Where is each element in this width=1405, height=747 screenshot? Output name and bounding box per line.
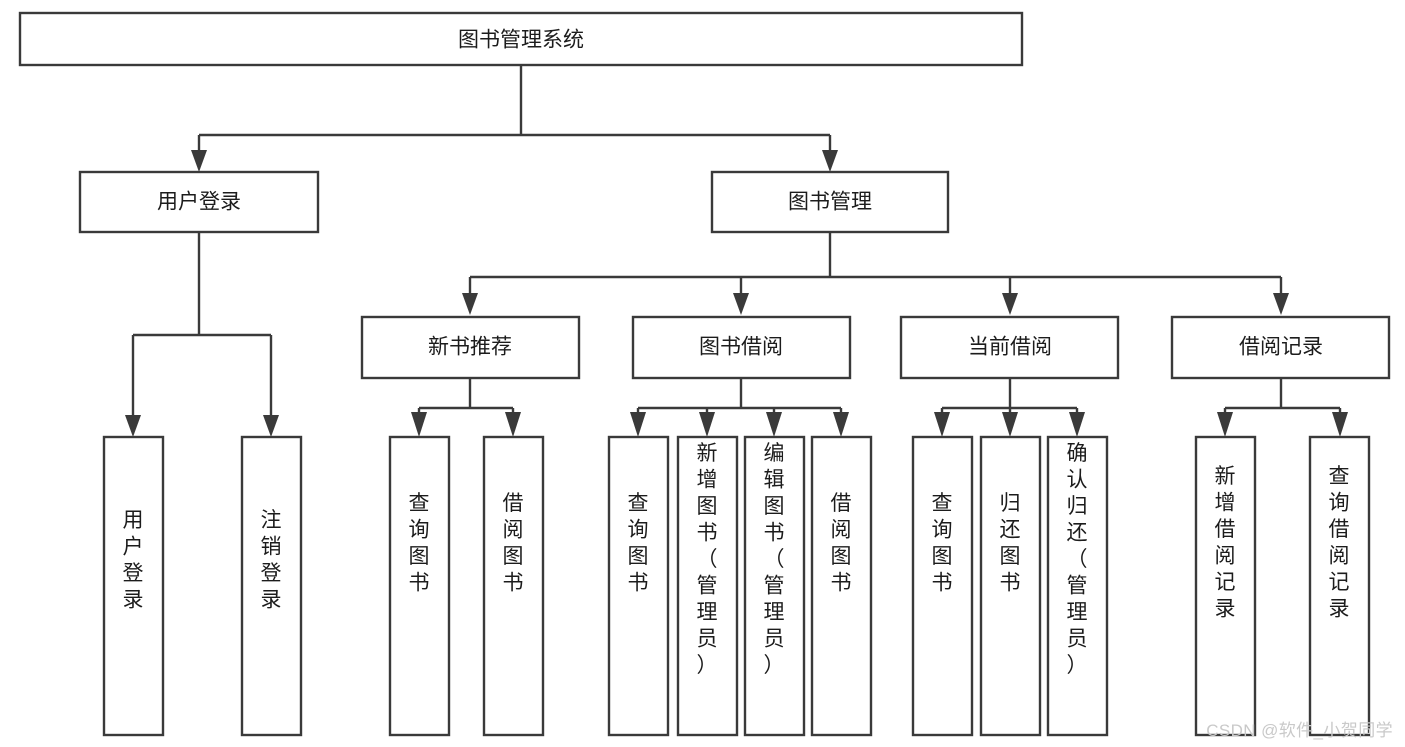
node-user-login[interactable]: 用户登录 — [78, 170, 320, 234]
leaf-bb-add-label: 新增图书（管理员） — [697, 442, 718, 677]
arrow-head-user-login — [191, 150, 207, 172]
leaf-bb-borrow-label: 借阅图书 — [831, 492, 852, 595]
node-current-borrow-box[interactable] — [899, 315, 1120, 380]
node-new-book-recommend-label: 新书推荐 — [428, 336, 512, 359]
arrow-head-current-borrow — [1002, 293, 1018, 315]
leaf-user-login-box[interactable] — [102, 435, 165, 737]
leaf-logout-label: 注销登录 — [261, 509, 282, 612]
leaf-bb-edit-box[interactable] — [743, 435, 806, 737]
leaf-br-query-box[interactable] — [1308, 435, 1371, 737]
leaf-node[interactable]: 编辑图书（管理员） — [743, 435, 806, 737]
leaf-br-query-label: 查询借阅记录 — [1329, 465, 1350, 621]
arrow-head-book-borrow — [733, 293, 749, 315]
node-root[interactable]: 图书管理系统 — [18, 11, 1024, 67]
node-borrow-record[interactable]: 借阅记录 — [1170, 315, 1391, 380]
arrow-head-bb-leaf4 — [833, 412, 849, 437]
node-book-borrow[interactable]: 图书借阅 — [631, 315, 852, 380]
arrow-head-bb-leaf3 — [766, 412, 782, 437]
leaf-logout-box[interactable] — [240, 435, 303, 737]
arrow-head-book-manage — [822, 150, 838, 172]
leaf-cb-confirm-box[interactable] — [1046, 435, 1109, 737]
node-book-manage-box[interactable] — [710, 170, 950, 234]
leaf-node[interactable]: 借阅图书 — [482, 435, 545, 737]
arrow-head-bb-leaf1 — [630, 412, 646, 437]
leaf-node[interactable]: 查询图书 — [607, 435, 670, 737]
arrow-head-bb-leaf2 — [699, 412, 715, 437]
csdn-watermark: CSDN @软件_小贺同学 — [1206, 721, 1393, 740]
node-new-book-recommend[interactable]: 新书推荐 — [360, 315, 581, 380]
leaf-newbook-borrow-label: 借阅图书 — [503, 492, 524, 595]
arrow-head-leaf-user-login — [125, 415, 141, 437]
leaf-bb-add-box[interactable] — [676, 435, 739, 737]
leaf-bb-edit-label: 编辑图书（管理员） — [764, 442, 785, 677]
leaf-node[interactable]: 借阅图书 — [810, 435, 873, 737]
node-current-borrow[interactable]: 当前借阅 — [899, 315, 1120, 380]
node-root-label: 图书管理系统 — [458, 29, 584, 52]
node-book-manage-label: 图书管理 — [788, 191, 872, 214]
node-borrow-record-box[interactable] — [1170, 315, 1391, 380]
node-root-box[interactable] — [18, 11, 1024, 67]
arrow-head-newbook-leaf2 — [505, 412, 521, 437]
leaf-node[interactable]: 注销登录 — [240, 435, 303, 737]
leaf-node[interactable]: 归还图书 — [979, 435, 1042, 737]
leaf-br-add-label: 新增借阅记录 — [1215, 465, 1236, 621]
leaf-cb-query-label: 查询图书 — [932, 492, 953, 595]
arrow-head-br-leaf1 — [1217, 412, 1233, 437]
leaf-node[interactable]: 查询借阅记录 — [1308, 435, 1371, 737]
leaf-user-login-label: 用户登录 — [123, 509, 144, 612]
arrow-head-cb-leaf1 — [934, 412, 950, 437]
node-book-borrow-box[interactable] — [631, 315, 852, 380]
node-current-borrow-label: 当前借阅 — [968, 336, 1052, 359]
arrow-head-newbook-leaf1 — [411, 412, 427, 437]
connector-group — [125, 65, 1348, 437]
arrow-head-borrow-record — [1273, 293, 1289, 315]
leaf-node[interactable]: 查询图书 — [911, 435, 974, 737]
leaf-node[interactable]: 新增图书（管理员） — [676, 435, 739, 737]
leaf-newbook-query-box[interactable] — [388, 435, 451, 737]
arrow-head-br-leaf2 — [1332, 412, 1348, 437]
leaf-newbook-query-label: 查询图书 — [409, 492, 430, 595]
arrow-head-cb-leaf3 — [1069, 412, 1085, 437]
arrow-head-cb-leaf2 — [1002, 412, 1018, 437]
node-book-borrow-label: 图书借阅 — [699, 336, 783, 359]
leaf-bb-borrow-box[interactable] — [810, 435, 873, 737]
leaf-cb-return-label: 归还图书 — [1000, 492, 1021, 595]
arrow-head-leaf-logout — [263, 415, 279, 437]
leaf-node[interactable]: 用户登录 — [102, 435, 165, 737]
node-borrow-record-label: 借阅记录 — [1239, 336, 1323, 359]
leaf-br-add-box[interactable] — [1194, 435, 1257, 737]
node-user-login-label: 用户登录 — [157, 191, 241, 214]
node-new-book-recommend-box[interactable] — [360, 315, 581, 380]
leaf-node[interactable]: 查询图书 — [388, 435, 451, 737]
leaf-bb-query-box[interactable] — [607, 435, 670, 737]
node-user-login-box[interactable] — [78, 170, 320, 234]
leaf-cb-confirm-label: 确认归还（管理员） — [1067, 442, 1088, 677]
leaf-cb-query-box[interactable] — [911, 435, 974, 737]
arrow-head-new-book — [462, 293, 478, 315]
leaf-node[interactable]: 确认归还（管理员） — [1046, 435, 1109, 737]
leaf-cb-return-box[interactable] — [979, 435, 1042, 737]
leaf-node[interactable]: 新增借阅记录 — [1194, 435, 1257, 737]
leaf-newbook-borrow-box[interactable] — [482, 435, 545, 737]
leaf-bb-query-label: 查询图书 — [628, 492, 649, 595]
node-book-manage[interactable]: 图书管理 — [710, 170, 950, 234]
